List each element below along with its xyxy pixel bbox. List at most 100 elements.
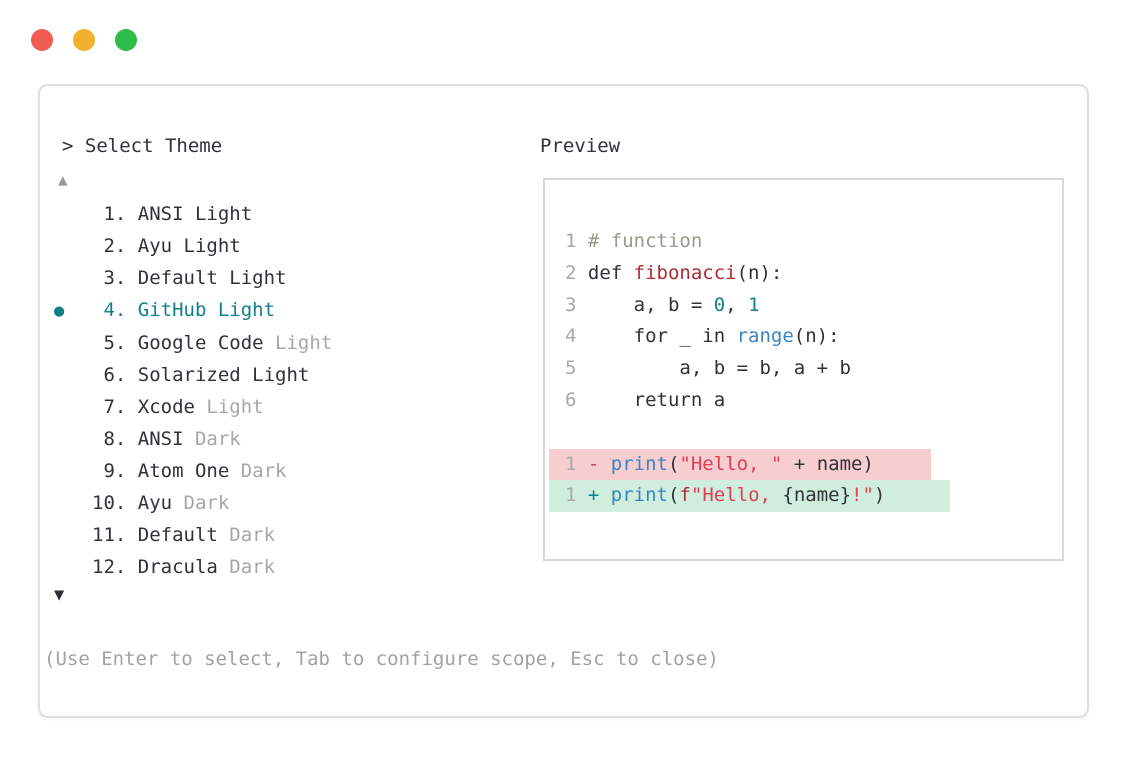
code-token: !" bbox=[851, 484, 874, 507]
code-line bbox=[565, 417, 1062, 449]
zoom-button[interactable] bbox=[115, 29, 137, 51]
theme-item-name: Solarized bbox=[137, 364, 253, 386]
line-number: 1 bbox=[565, 452, 577, 475]
theme-item-variant: Dark bbox=[183, 492, 230, 514]
scroll-down-indicator[interactable]: ▼ bbox=[54, 585, 65, 605]
theme-item-name: ANSI bbox=[137, 203, 195, 225]
theme-item-variant: Light bbox=[229, 267, 287, 289]
theme-item-number: 2. bbox=[92, 235, 138, 257]
theme-item-name: Atom One bbox=[137, 460, 241, 482]
line-number: 1 bbox=[565, 484, 577, 507]
code-token: {name} bbox=[782, 484, 852, 507]
code-token: a, b = bbox=[587, 293, 714, 316]
code-token: return a bbox=[587, 388, 726, 411]
code-token: "Hello, " bbox=[679, 452, 783, 475]
theme-item-name: GitHub bbox=[137, 299, 218, 321]
theme-item-variant: Light bbox=[275, 332, 333, 354]
theme-item-number: 9. bbox=[92, 460, 138, 482]
theme-item-2[interactable]: 2. Ayu Light bbox=[54, 230, 332, 262]
code-token: - bbox=[587, 452, 611, 475]
theme-item-number: 7. bbox=[92, 396, 138, 418]
theme-item-number: 4. bbox=[92, 299, 138, 321]
theme-item-variant: Light bbox=[206, 396, 264, 418]
line-number: 4 bbox=[565, 325, 577, 348]
code-line: 4 for _ in range(n): bbox=[565, 321, 1062, 353]
theme-item-number: 11. bbox=[92, 524, 138, 546]
code-token: def bbox=[587, 261, 634, 284]
code-token: (n): bbox=[736, 261, 783, 284]
window-controls bbox=[31, 29, 137, 51]
theme-item-11[interactable]: 11. Default Dark bbox=[54, 519, 332, 551]
code-line: 1- print("Hello, " + name) bbox=[549, 448, 1062, 481]
theme-item-9[interactable]: 9. Atom One Dark bbox=[54, 455, 332, 487]
theme-item-12[interactable]: 12. Dracula Dark bbox=[54, 551, 332, 583]
code-token: 1 bbox=[748, 293, 760, 316]
theme-list: 1. ANSI Light 2. Ayu Light 3. Default Li… bbox=[54, 198, 332, 583]
theme-item-8[interactable]: 8. ANSI Dark bbox=[54, 423, 332, 455]
select-theme-prompt: > Select Theme bbox=[62, 135, 223, 157]
theme-item-6[interactable]: 6. Solarized Light bbox=[54, 359, 332, 391]
theme-item-name: Google Code bbox=[137, 332, 276, 354]
code-token: a, b = b, a + b bbox=[587, 357, 851, 380]
theme-item-number: 5. bbox=[92, 332, 138, 354]
theme-item-variant: Dark bbox=[229, 524, 276, 546]
line-number: 6 bbox=[565, 388, 577, 411]
code-token: + bbox=[587, 484, 611, 507]
code-token: range bbox=[736, 325, 794, 348]
code-line: 1 # function bbox=[565, 226, 1062, 258]
theme-item-variant: Light bbox=[217, 299, 276, 321]
theme-item-variant: Dark bbox=[240, 460, 287, 482]
theme-item-10[interactable]: 10. Ayu Dark bbox=[54, 487, 332, 519]
theme-item-5[interactable]: 5. Google Code Light bbox=[54, 327, 332, 359]
code-token: ( bbox=[667, 452, 680, 475]
theme-item-variant: Light bbox=[194, 203, 253, 225]
code-token: , bbox=[725, 293, 749, 316]
code-token: f bbox=[679, 484, 691, 507]
theme-item-name: Default bbox=[137, 267, 230, 289]
code-token: print bbox=[610, 452, 668, 475]
code-line: 3 a, b = 0, 1 bbox=[565, 290, 1062, 322]
preview-title: Preview bbox=[540, 135, 621, 157]
selected-bullet-icon: ● bbox=[54, 301, 65, 321]
line-number: 2 bbox=[565, 261, 577, 284]
theme-item-number: 8. bbox=[92, 428, 138, 450]
theme-item-7[interactable]: 7. Xcode Light bbox=[54, 391, 332, 423]
theme-item-number: 1. bbox=[92, 203, 138, 225]
code-token: (n): bbox=[793, 325, 840, 348]
scroll-up-indicator[interactable]: ▲ bbox=[58, 170, 68, 189]
line-number: 1 bbox=[565, 230, 577, 252]
code-token: 0 bbox=[713, 293, 726, 316]
theme-item-name: Xcode bbox=[137, 396, 207, 418]
theme-item-number: 12. bbox=[92, 556, 138, 578]
line-number: 5 bbox=[565, 357, 577, 380]
code-token: print bbox=[610, 484, 668, 507]
code-line: 5 a, b = b, a + b bbox=[565, 353, 1062, 385]
theme-item-name: Default bbox=[137, 524, 230, 546]
theme-item-3[interactable]: 3. Default Light bbox=[54, 262, 332, 294]
theme-item-number: 10. bbox=[92, 492, 138, 514]
theme-item-variant: Light bbox=[252, 364, 310, 386]
code-line: 2 def fibonacci(n): bbox=[565, 258, 1062, 290]
theme-item-number: 3. bbox=[92, 267, 138, 289]
code-line: 1+ print(f"Hello, {name}!") bbox=[549, 480, 1062, 513]
theme-item-4[interactable]: ● 4. GitHub Light bbox=[54, 294, 332, 327]
theme-item-variant: Dark bbox=[194, 428, 241, 450]
minimize-button[interactable] bbox=[73, 29, 95, 51]
theme-picker-window: > Select Theme ▲ 1. ANSI Light 2. Ayu Li… bbox=[38, 84, 1089, 718]
code-token: # function bbox=[587, 230, 703, 252]
code-token: for _ in bbox=[587, 325, 737, 348]
theme-item-variant: Light bbox=[183, 235, 241, 257]
theme-item-name: Dracula bbox=[137, 556, 230, 578]
close-button[interactable] bbox=[31, 29, 53, 51]
footer-hint: (Use Enter to select, Tab to configure s… bbox=[44, 648, 719, 670]
theme-item-name: ANSI bbox=[137, 428, 195, 450]
code-token: "Hello, bbox=[690, 484, 783, 507]
code-token: ( bbox=[667, 484, 680, 507]
code-token: fibonacci bbox=[633, 261, 737, 284]
code-token: + name) bbox=[782, 452, 874, 475]
theme-item-name: Ayu bbox=[137, 235, 184, 257]
theme-item-variant: Dark bbox=[229, 556, 276, 578]
theme-item-1[interactable]: 1. ANSI Light bbox=[54, 198, 332, 230]
